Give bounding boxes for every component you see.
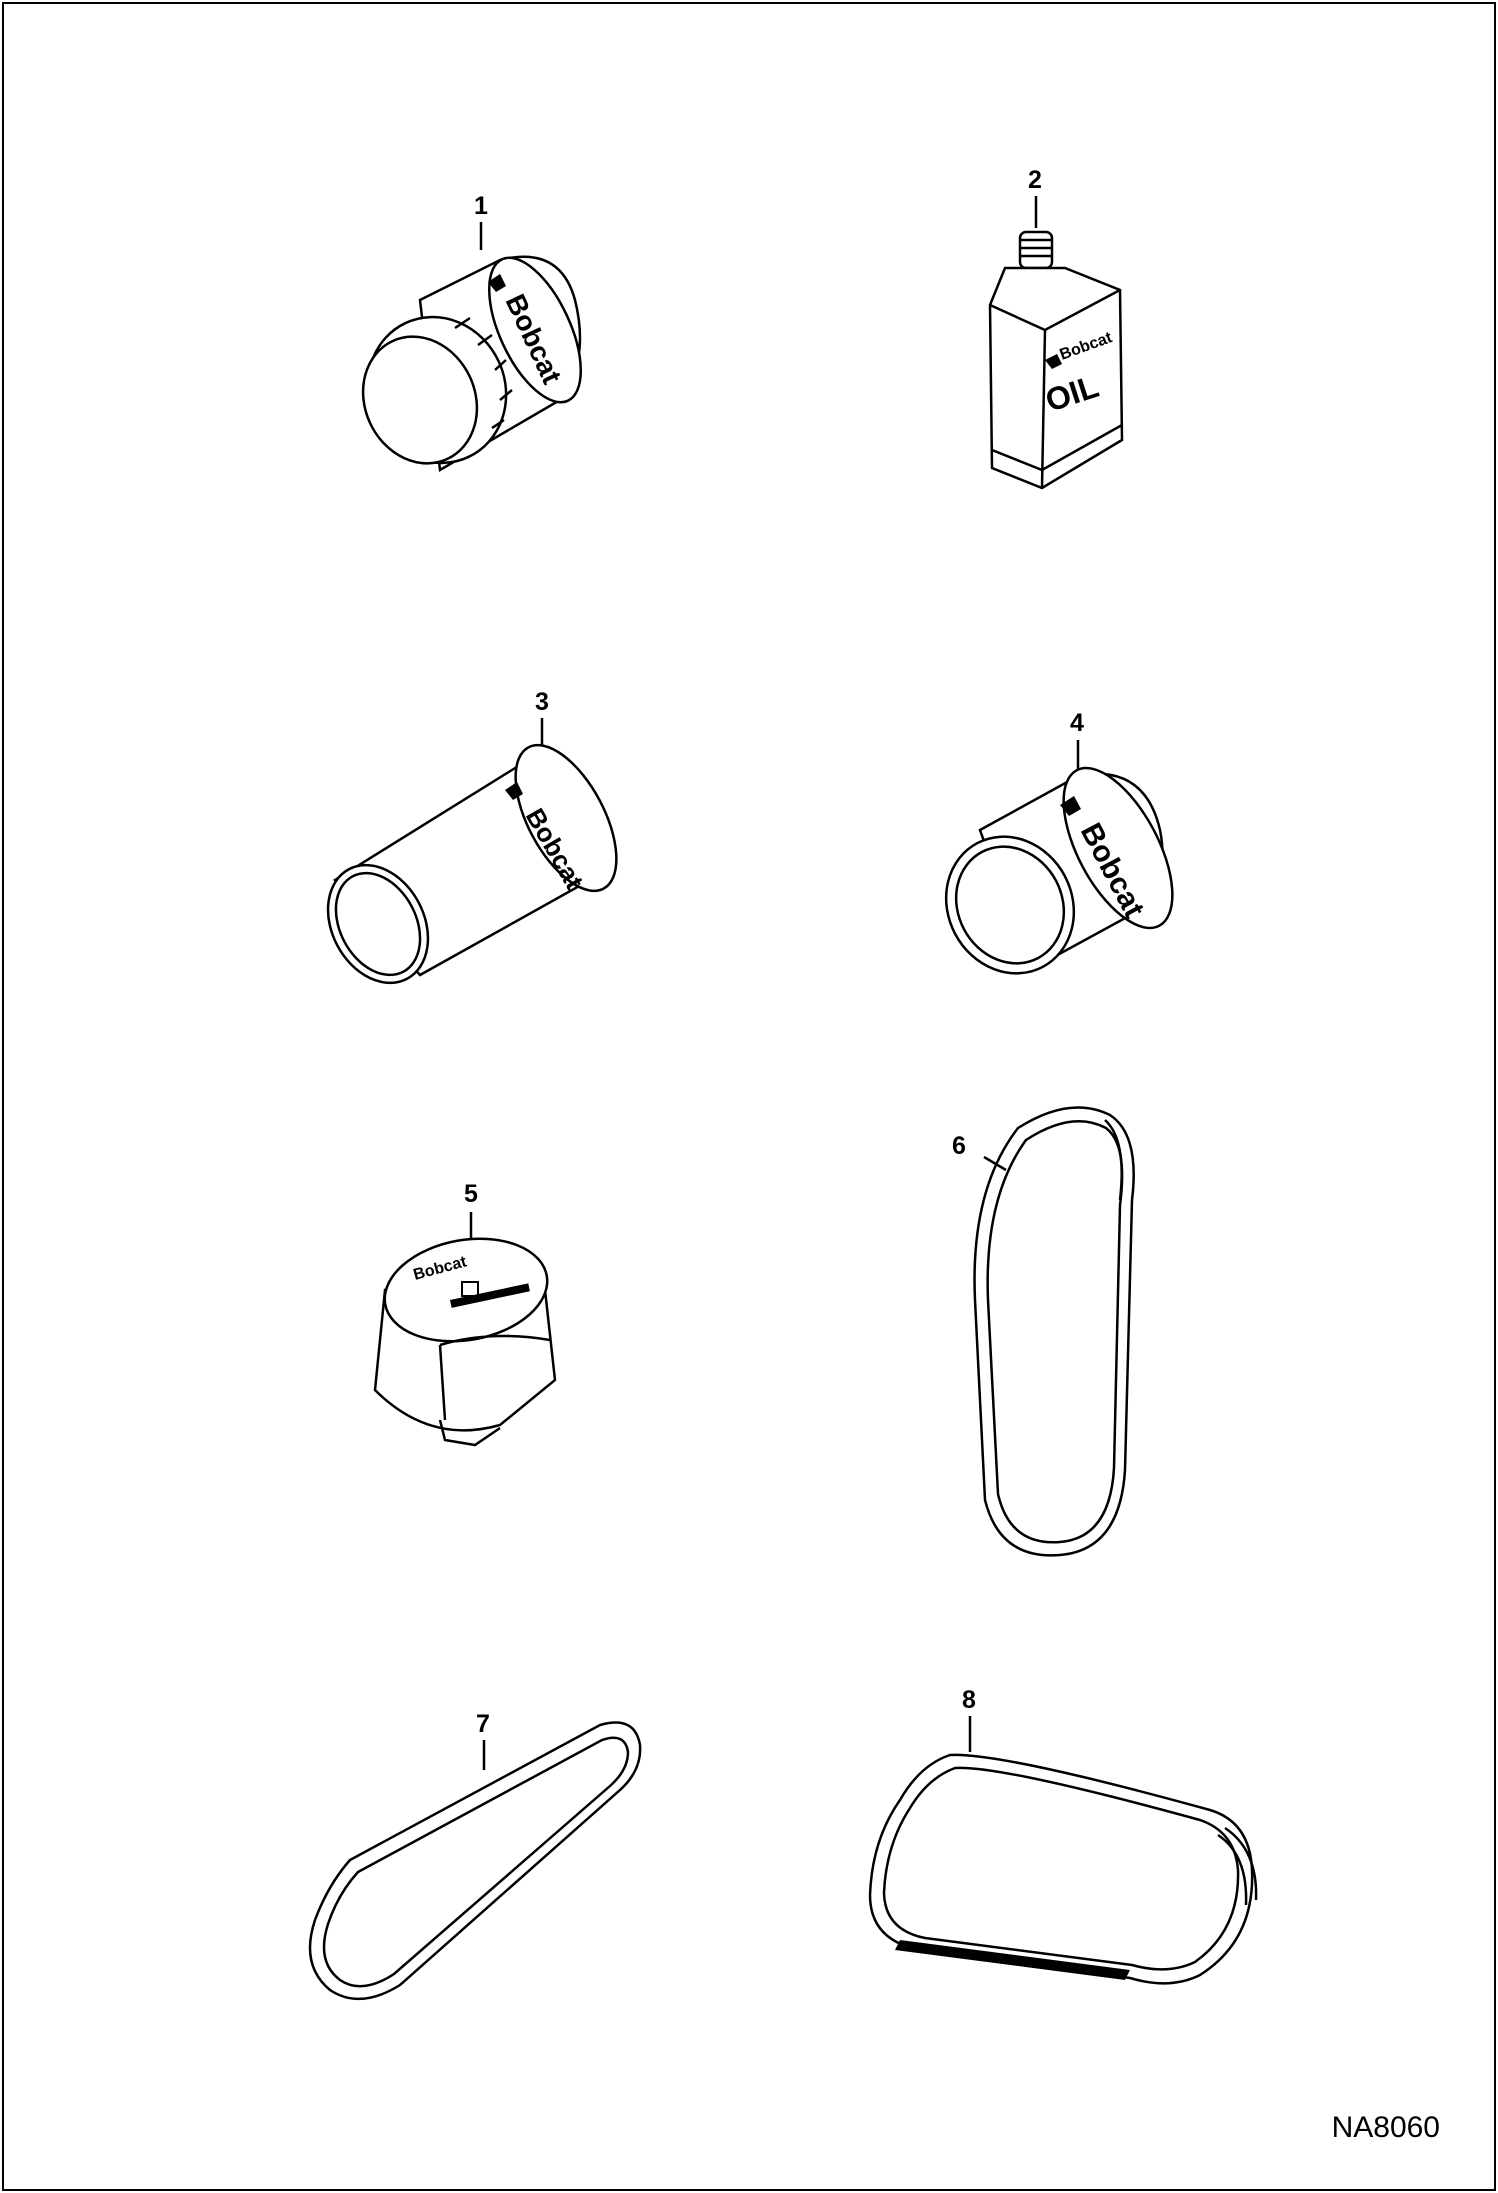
callout-1: 1 — [474, 192, 488, 220]
part-4-oil-filter: 4 Bobcat — [944, 709, 1174, 975]
drawing-code: NA8060 — [1331, 2111, 1440, 2144]
bobcat-head-icon — [505, 782, 523, 800]
bobcat-head-icon — [488, 274, 506, 292]
callout-2: 2 — [1028, 166, 1042, 194]
callout-3: 3 — [535, 688, 549, 716]
part-3-fuel-filter: 3 Bobcat — [326, 688, 618, 985]
callout-4: 4 — [1070, 709, 1084, 737]
part-2-oil-bottle: 2 Bobcat OIL — [988, 166, 1124, 490]
callout-8: 8 — [962, 1686, 976, 1714]
callout-6: 6 — [952, 1132, 966, 1160]
bobcat-head-icon — [1045, 354, 1062, 369]
part-6-belt: 6 — [952, 1106, 1135, 1557]
part-1-oil-filter: 1 Bobcat — [361, 192, 582, 473]
callout-7: 7 — [476, 1710, 490, 1738]
callout-5: 5 — [464, 1180, 478, 1208]
part-8-belt: 8 — [868, 1686, 1258, 1985]
part-7-belt: 7 — [308, 1710, 642, 2001]
bobcat-head-icon — [1060, 796, 1081, 816]
part-5-breather-cap: 5 Bobcat — [373, 1180, 557, 1447]
